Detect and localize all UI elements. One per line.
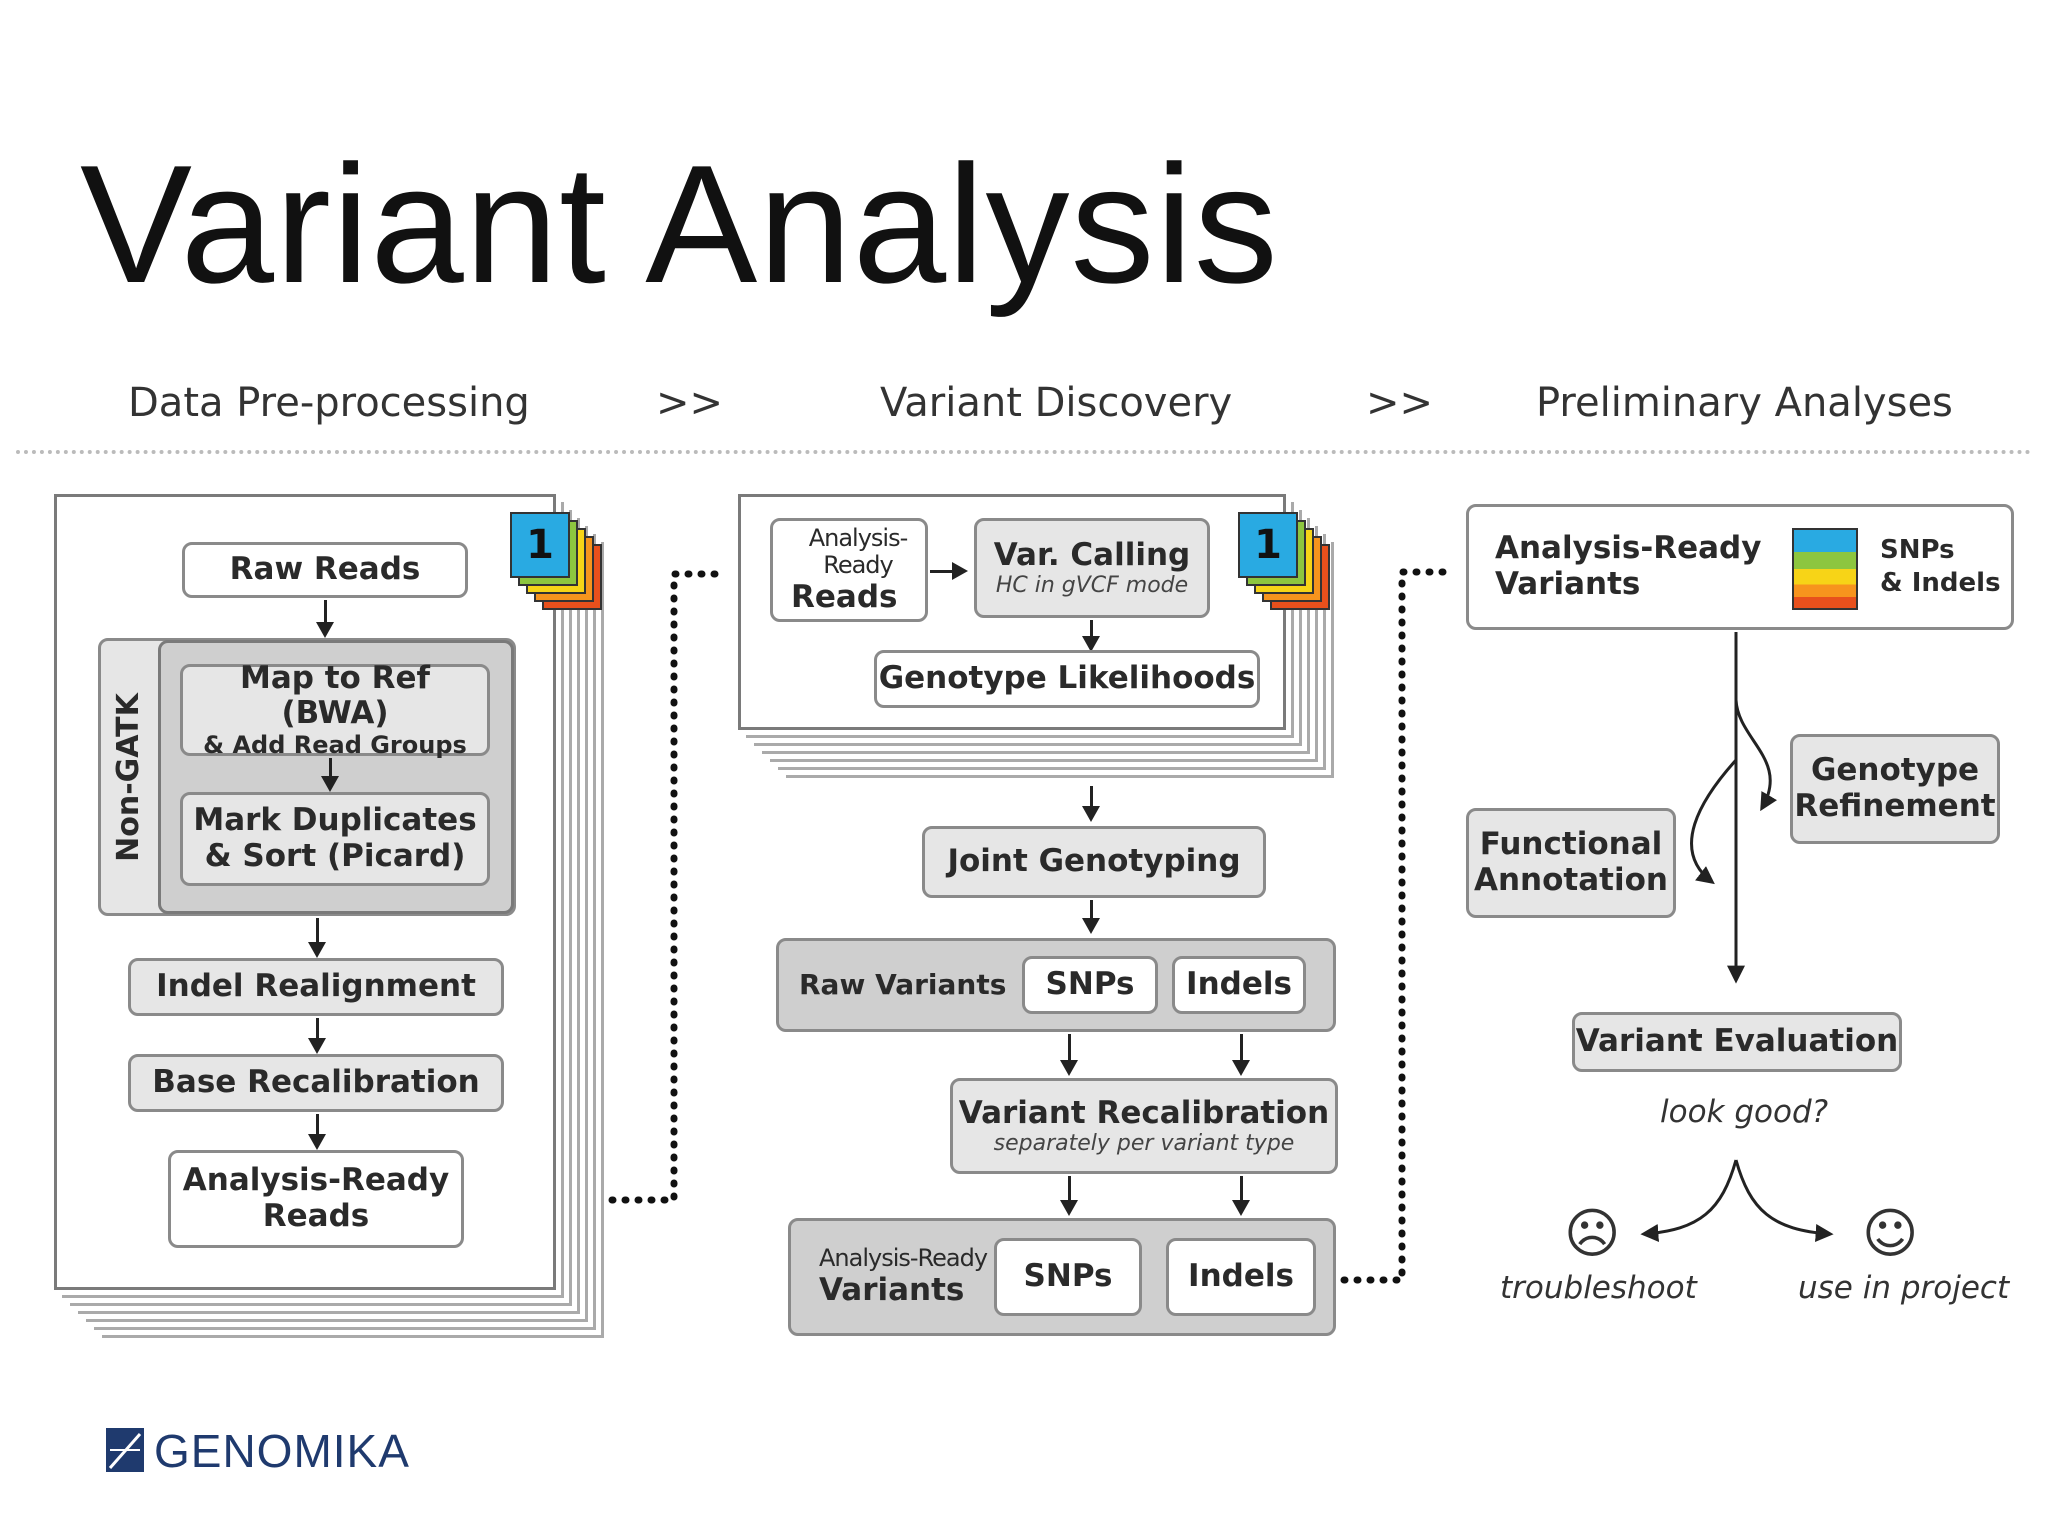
map-to-ref-box: Map to Ref (BWA) & Add Read Groups [180,659,490,758]
functional-line2: Annotation [1474,862,1668,898]
phase-preprocessing: Data Pre-processing [128,380,530,426]
genotype-refinement-box: Genotype Refinement [1790,734,2000,844]
raw-indels-box: Indels [1172,956,1306,1014]
snps-caption-line2: & Indels [1880,567,2001,598]
raw-indels-label: Indels [1186,966,1292,1003]
final-variants-line1: Analysis-Ready [1495,530,1762,567]
arrow-recal-to-indels [1232,1176,1250,1216]
mark-line1: Mark Duplicates [193,802,477,839]
genotype-likelihoods-box: Genotype Likelihoods [874,650,1260,708]
arrow-reads-to-calling [930,562,968,580]
indel-realignment-box: Indel Realignment [128,958,504,1016]
arrow-recal-to-snps [1060,1176,1078,1216]
ready-variants-final-box: Analysis-Ready Variants [1466,504,2014,630]
variant-evaluation-box: Variant Evaluation [1572,1012,1902,1072]
ready-reads-box-2: Analysis-Ready Reads [770,518,928,622]
map-line2: & Add Read Groups [203,730,467,759]
phase-separator-1: >> [656,380,724,426]
arrow-calling-to-likelihoods [1082,620,1100,652]
ready-indels-box: Indels [1166,1238,1316,1316]
ready-snps-box: SNPs [994,1238,1142,1316]
ready-reads2-line1: Analysis-Ready [808,523,909,580]
raw-reads-box: Raw Reads [182,542,468,598]
ready-variants-line1: Analysis-Ready [819,1244,988,1273]
genomika-logo-icon [106,1428,144,1472]
genotype-ref-line1: Genotype [1810,752,1980,789]
phase-analyses: Preliminary Analyses [1536,380,1953,426]
variant-recalibration-sub: separately per variant type [993,1131,1295,1157]
raw-snps-label: SNPs [1045,966,1135,1003]
mark-duplicates-box: Mark Duplicates & Sort (Picard) [180,792,490,886]
ready-variants-line2: Variants [819,1271,965,1308]
joint-genotyping-box: Joint Genotyping [922,826,1266,898]
raw-variants-label: Raw Variants [799,967,1007,1001]
raw-snps-box: SNPs [1022,956,1158,1014]
arrow-nongatk-to-indel [308,918,326,958]
arrow-to-joint [1082,786,1100,822]
arrow-snps-to-recal [1060,1034,1078,1076]
ready-reads2-line2: Reads [791,578,898,615]
base-recalibration-label: Base Recalibration [152,1064,480,1101]
look-good-label: look good? [1660,1094,1829,1130]
variant-evaluation-label: Variant Evaluation [1575,1023,1899,1060]
arrow-base-to-ready [308,1114,326,1150]
use-in-project-label: use in project [1798,1270,2010,1306]
per-sample-badge-1: 1 [510,512,602,610]
arrow-indels-to-recal [1232,1034,1250,1076]
arrow-map-to-mark [321,758,339,792]
indel-realignment-label: Indel Realignment [156,968,476,1005]
base-recalibration-box: Base Recalibration [128,1054,504,1112]
ready-reads-line2: Reads [262,1198,370,1234]
variant-recalibration-box: Variant Recalibration separately per var… [950,1078,1338,1174]
troubleshoot-label: troubleshoot [1500,1270,1697,1306]
final-variants-line2: Variants [1495,566,1641,602]
joint-genotyping-label: Joint Genotyping [947,843,1241,880]
arrow-indel-to-base [308,1018,326,1054]
genotype-likelihoods-label: Genotype Likelihoods [878,660,1256,697]
per-sample-badge-2: 1 [1238,512,1330,610]
happy-face-icon: ☺ [1862,1202,1919,1265]
snps-indels-caption: SNPs & Indels [1880,534,2001,599]
functional-line1: Functional [1479,826,1663,863]
genomika-logo-text: GENOMIKA [154,1425,410,1477]
mark-line2: & Sort (Picard) [204,838,466,874]
map-line1: Map to Ref (BWA) [239,659,431,732]
variant-color-stack [1792,528,1858,610]
arrow-joint-to-raw [1082,900,1100,934]
snps-caption-line1: SNPs [1880,535,1955,565]
arrow-raw-to-map [316,600,334,638]
var-calling-label: Var. Calling [993,536,1191,573]
raw-reads-label: Raw Reads [229,551,421,588]
phase-separator-2: >> [1366,380,1434,426]
variant-recalibration-label: Variant Recalibration [958,1094,1330,1131]
analysis-ready-reads-box: Analysis-Ready Reads [168,1150,464,1248]
phase-discovery: Variant Discovery [880,380,1233,426]
ready-reads-line1: Analysis-Ready [182,1162,450,1199]
var-calling-box: Var. Calling HC in gVCF mode [974,518,1210,618]
slide-title: Variant Analysis [80,130,1279,318]
ready-snps-label: SNPs [1023,1258,1113,1295]
sad-face-icon: ☹ [1564,1202,1621,1265]
ready-indels-label: Indels [1188,1258,1294,1295]
header-divider [16,450,2032,454]
functional-annotation-box: Functional Annotation [1466,808,1676,918]
genotype-ref-line2: Refinement [1794,788,1996,824]
var-calling-sub: HC in gVCF mode [995,573,1189,599]
